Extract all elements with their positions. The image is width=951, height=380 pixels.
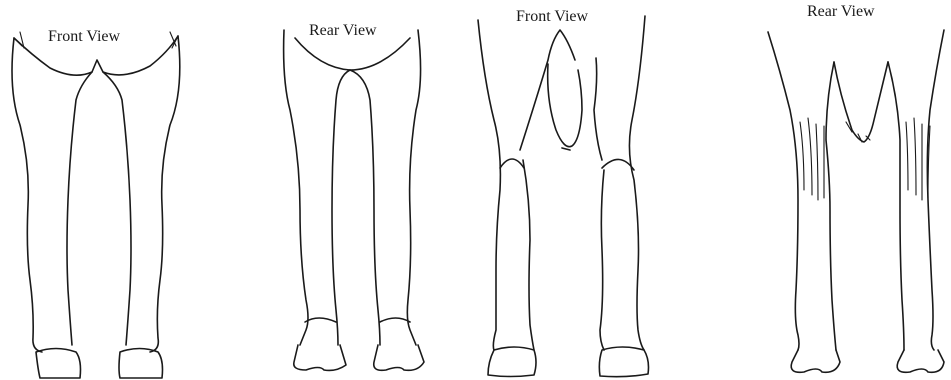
right-leg-outer (150, 36, 180, 352)
left-leg-outer (478, 20, 500, 350)
left-leg-inner (332, 70, 350, 345)
panel-rear-view-straight-legs (284, 30, 424, 370)
panel-front-view-base-narrow (478, 16, 649, 377)
right-leg-outer (407, 30, 420, 345)
caption-rear-view: Rear View (309, 22, 377, 40)
right-leg-outer (927, 30, 944, 350)
right-leg-inner (594, 58, 604, 350)
panel-rear-view-base-narrow (768, 30, 944, 372)
caption-front-view: Front View (516, 8, 588, 26)
right-hoof (119, 349, 163, 379)
caption-front-view: Front View (48, 28, 120, 46)
right-leg-inner (350, 70, 380, 345)
rump-outline (295, 38, 410, 70)
left-knee (500, 159, 524, 168)
right-hock (380, 318, 410, 322)
right-knee (602, 159, 634, 170)
right-hoof (599, 347, 648, 377)
rump-tail (834, 62, 888, 142)
panel-front-view-straight-legs (12, 32, 180, 378)
left-leg-inner (826, 62, 836, 350)
left-leg-outer (768, 32, 799, 350)
chest-brisket (548, 64, 582, 150)
left-hoof (791, 350, 840, 372)
left-tendons (800, 118, 824, 200)
left-hoof (294, 345, 346, 370)
left-leg-outer (12, 38, 42, 352)
right-hoof (374, 345, 424, 370)
left-hoof (488, 347, 536, 377)
right-leg-inner (888, 62, 904, 350)
left-hock (305, 318, 336, 322)
left-leg-outer (284, 30, 308, 345)
left-hoof (36, 349, 81, 379)
right-hoof (897, 350, 944, 372)
caption-rear-view: Rear View (807, 3, 875, 21)
left-leg-inner (67, 72, 92, 345)
right-leg-outer (629, 16, 645, 350)
right-tendons (906, 118, 930, 200)
right-leg-inner (103, 72, 131, 345)
